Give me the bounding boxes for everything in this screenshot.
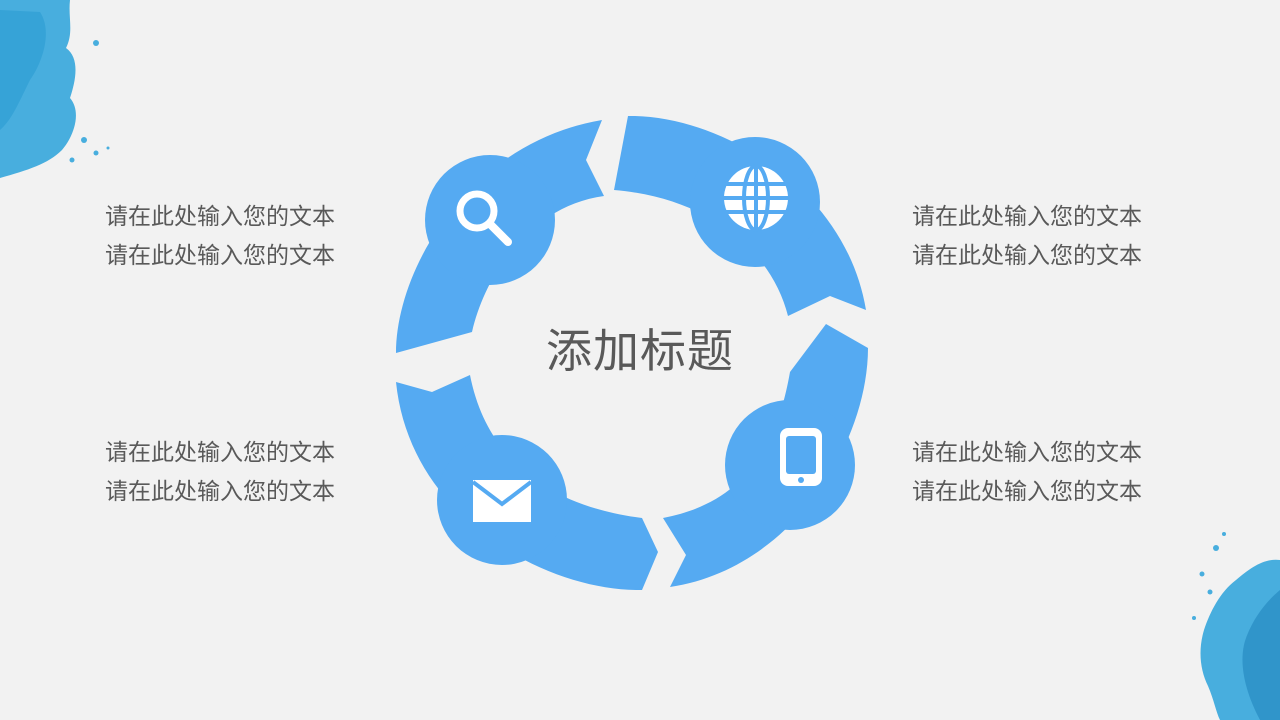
text-line: 请在此处输入您的文本	[912, 440, 1142, 466]
text-line: 请在此处输入您的文本	[105, 243, 335, 269]
text-line: 请在此处输入您的文本	[912, 243, 1142, 269]
slide-title: 添加标题	[546, 324, 734, 378]
text-line: 请在此处输入您的文本	[912, 204, 1142, 230]
cycle-diagram	[396, 115, 868, 591]
search-icon	[456, 190, 512, 246]
cycle-ring	[396, 115, 868, 591]
text-line: 请在此处输入您的文本	[912, 479, 1142, 505]
text-line: 请在此处输入您的文本	[105, 440, 335, 466]
text-block-bottom-right: 请在此处输入您的文本 请在此处输入您的文本	[912, 434, 1192, 512]
mail-icon	[471, 480, 533, 522]
text-block-top-right: 请在此处输入您的文本 请在此处输入您的文本	[912, 198, 1192, 276]
globe-icon	[724, 164, 788, 232]
text-line: 请在此处输入您的文本	[105, 479, 335, 505]
text-block-bottom-left: 请在此处输入您的文本 请在此处输入您的文本	[105, 434, 385, 512]
tablet-icon	[780, 428, 822, 486]
watercolor-splash-top-left	[0, 0, 110, 178]
text-line: 请在此处输入您的文本	[105, 204, 335, 230]
watercolor-splash-bottom-right	[1192, 532, 1280, 720]
text-block-top-left: 请在此处输入您的文本 请在此处输入您的文本	[105, 198, 385, 276]
